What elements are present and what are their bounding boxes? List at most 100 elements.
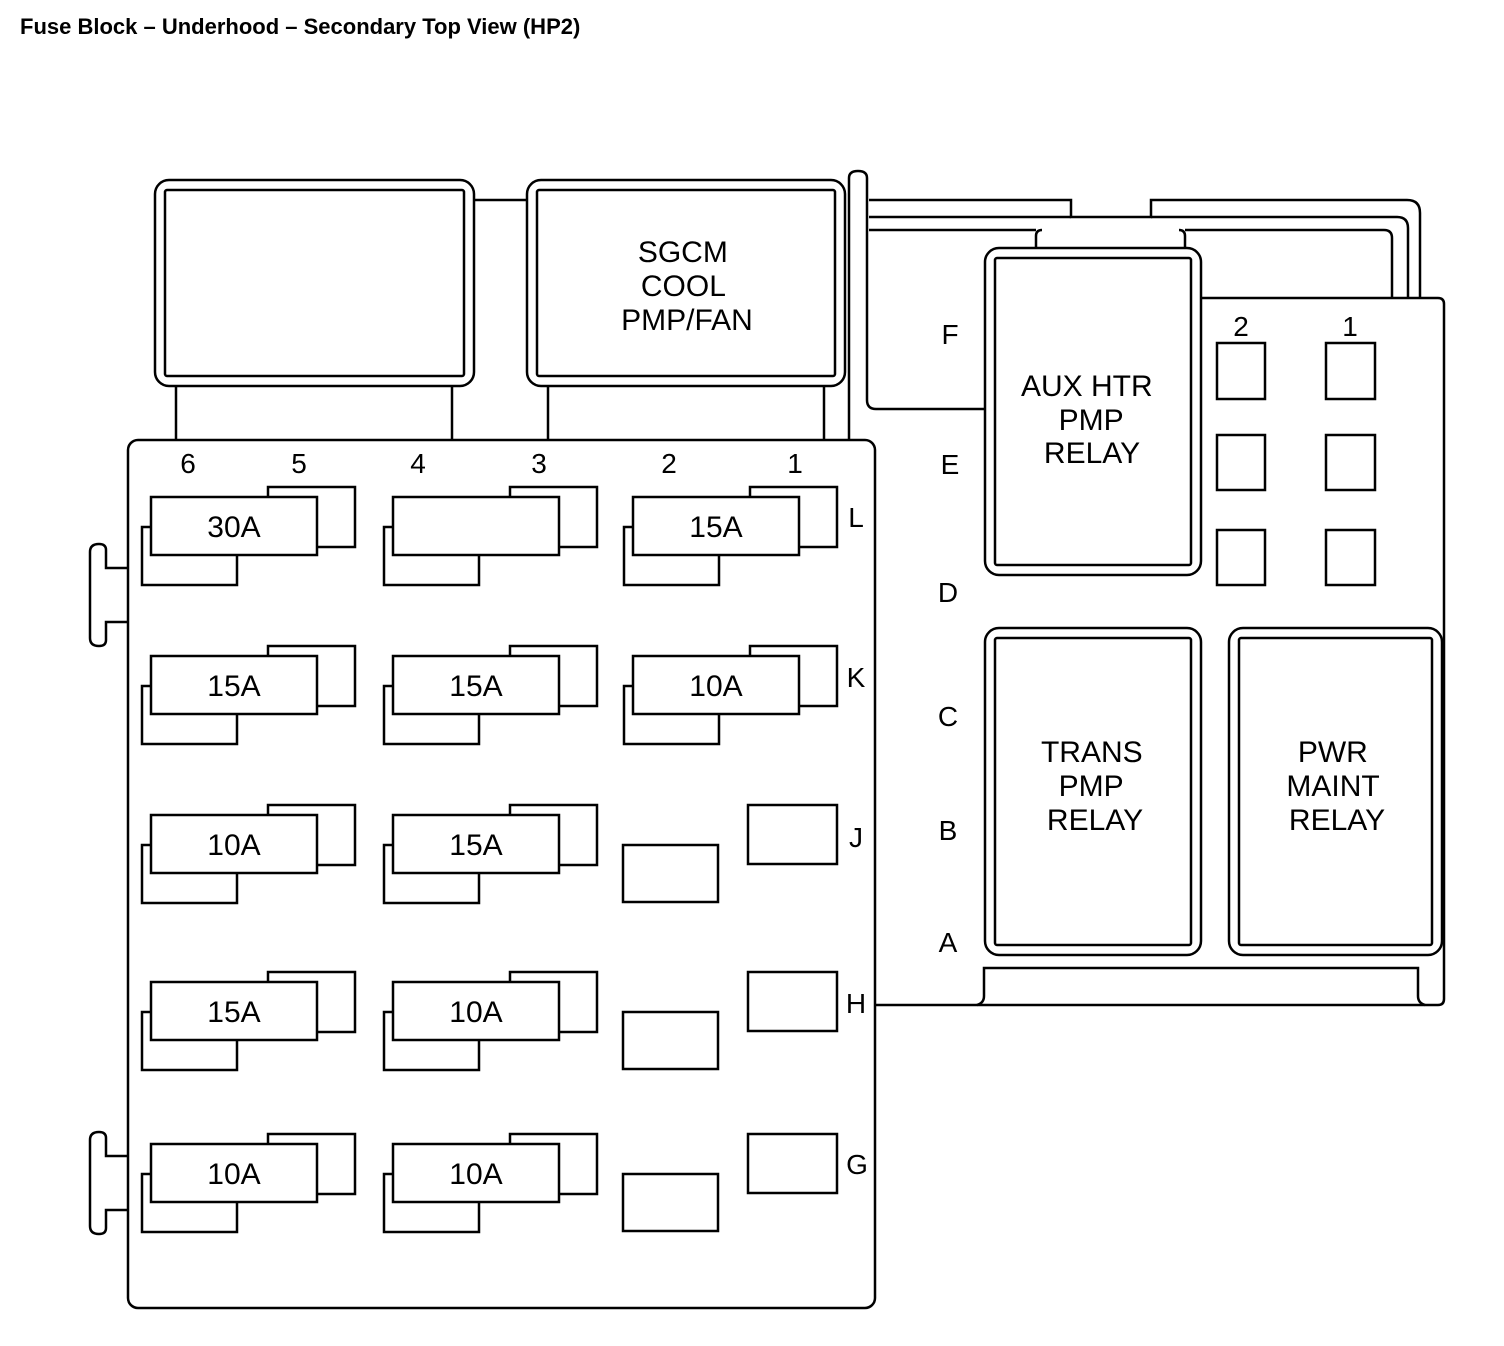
row-label-L: L xyxy=(848,502,864,533)
fuse-body xyxy=(631,654,801,716)
sgcm-relay-label: SGCM COOL PMP/FAN xyxy=(621,236,753,337)
relay-aux-htr: AUX HTR PMP RELAY xyxy=(983,246,1203,577)
pwr-maint-label-line-1: PWR xyxy=(1298,736,1368,769)
fuse-slot: 15A xyxy=(382,803,599,905)
fuse-body xyxy=(391,654,561,716)
fuse-rating-label: 10A xyxy=(207,829,260,862)
fuse-rating-label: 15A xyxy=(207,670,260,703)
fuse-slot: 10A xyxy=(140,1132,357,1234)
left-rail xyxy=(847,169,988,440)
empty-fuse-cavity xyxy=(621,803,839,904)
side-label-E: E xyxy=(941,449,960,480)
relay-trans-pmp: TRANS PMP RELAY xyxy=(983,626,1203,957)
trans-pmp-label-line-2: PMP xyxy=(1059,770,1123,803)
fuse-rating-label: 10A xyxy=(207,1158,260,1191)
empty-fuse-cavity xyxy=(621,970,839,1071)
aux-htr-label-line-2: PMP xyxy=(1059,404,1123,437)
column-label-3: 3 xyxy=(531,448,547,479)
column-label-1: 1 xyxy=(787,448,803,479)
row-label-J: J xyxy=(849,822,863,853)
relay-position-label-2: 2 xyxy=(1233,311,1249,342)
bottom-rail xyxy=(976,966,1426,1007)
fuse-slot: 15A xyxy=(140,644,357,746)
fuse-body xyxy=(149,654,319,716)
terminal-square xyxy=(1215,433,1267,492)
side-label-A: A xyxy=(939,927,958,958)
mounting-tab-lower xyxy=(88,1130,128,1236)
terminal-square xyxy=(1215,341,1267,401)
fuse-body xyxy=(149,495,319,557)
sgcm-label-line-1: SGCM xyxy=(638,236,728,269)
side-label-D: D xyxy=(938,577,958,608)
aux-htr-label-line-1: AUX HTR xyxy=(1021,370,1153,403)
fuse-slot: 15A xyxy=(140,970,357,1072)
relay-socket-left xyxy=(153,178,527,388)
empty-fuse-cavity xyxy=(621,1132,839,1233)
fuse-body xyxy=(391,495,561,557)
fuse-rating-label: 15A xyxy=(449,670,502,703)
trans-pmp-label-line-1: TRANS xyxy=(1041,736,1143,769)
terminal-squares xyxy=(1215,341,1377,587)
row-label-G: G xyxy=(846,1149,868,1180)
fuse-slot: 15A xyxy=(622,485,839,587)
pwr-maint-relay-label: PWR MAINT RELAY xyxy=(1286,736,1387,837)
fuse-slot: 10A xyxy=(140,803,357,905)
column-label-5: 5 xyxy=(291,448,307,479)
aux-htr-label-line-3: RELAY xyxy=(1044,437,1140,470)
top-channel-mid xyxy=(869,215,1410,298)
terminal-square xyxy=(1324,433,1377,492)
fuse-slot: 10A xyxy=(382,970,599,1072)
top-channel-outer xyxy=(869,198,1422,298)
terminal-square xyxy=(1215,528,1267,587)
column-labels: 6 5 4 3 2 1 xyxy=(180,448,803,479)
pwr-maint-label-line-2: MAINT xyxy=(1286,770,1379,803)
column-label-2: 2 xyxy=(661,448,677,479)
relay-position-label-1: 1 xyxy=(1342,311,1358,342)
fuse-rating-label: 30A xyxy=(207,511,260,544)
fuse-rating-label: 10A xyxy=(449,1158,502,1191)
row-label-H: H xyxy=(846,988,866,1019)
fuse-rating-label: 15A xyxy=(207,996,260,1029)
fuse-layer: 30A 15A 15A 15A 10A 10A 15A 15A 10A 10A 10A xyxy=(140,485,839,1234)
column-label-4: 4 xyxy=(410,448,426,479)
aux-htr-relay-label: AUX HTR PMP RELAY xyxy=(1021,370,1161,470)
fuse-slot: 10A xyxy=(622,644,839,746)
terminal-square xyxy=(1324,341,1377,401)
relay-position-labels: 2 1 xyxy=(1233,311,1358,342)
fuse-body xyxy=(391,813,561,875)
trans-pmp-label-line-3: RELAY xyxy=(1047,804,1143,837)
fuse-rating-label: 10A xyxy=(689,670,742,703)
mounting-tab-upper xyxy=(88,542,128,648)
trans-pmp-relay-label: TRANS PMP RELAY xyxy=(1041,736,1151,837)
fuse-body xyxy=(391,1142,561,1204)
right-housing-outline xyxy=(875,296,1446,1007)
diagram-title: Fuse Block – Underhood – Secondary Top V… xyxy=(20,14,581,39)
fuse-block-housing xyxy=(126,438,877,1310)
column-label-6: 6 xyxy=(180,448,196,479)
fuse-body xyxy=(391,980,561,1042)
side-label-F: F xyxy=(941,319,958,350)
terminal-square xyxy=(1324,528,1377,587)
row-labels: L K J H G xyxy=(846,502,868,1180)
sgcm-label-line-2: COOL xyxy=(641,270,725,303)
fuse-slot: 30A xyxy=(140,485,357,587)
side-label-B: B xyxy=(939,815,958,846)
fuse-body xyxy=(149,980,319,1042)
pwr-maint-label-line-3: RELAY xyxy=(1289,804,1385,837)
fuse-slot: 10A xyxy=(382,1132,599,1234)
fuse-rating-label: 15A xyxy=(689,511,742,544)
fuse-rating-label: 15A xyxy=(449,829,502,862)
fuse-slot: 15A xyxy=(382,644,599,746)
socket-legs xyxy=(174,386,826,440)
relay-pwr-maint: PWR MAINT RELAY xyxy=(1227,626,1444,957)
side-labels: F E D C B A xyxy=(938,319,959,958)
fuse-body xyxy=(149,813,319,875)
row-label-K: K xyxy=(847,662,866,693)
channel-bump xyxy=(1034,228,1187,248)
fuse-body xyxy=(149,1142,319,1204)
top-channel-inner xyxy=(869,228,1394,298)
side-label-C: C xyxy=(938,701,958,732)
fuse-slot xyxy=(382,485,599,587)
fuse-body xyxy=(631,495,801,557)
